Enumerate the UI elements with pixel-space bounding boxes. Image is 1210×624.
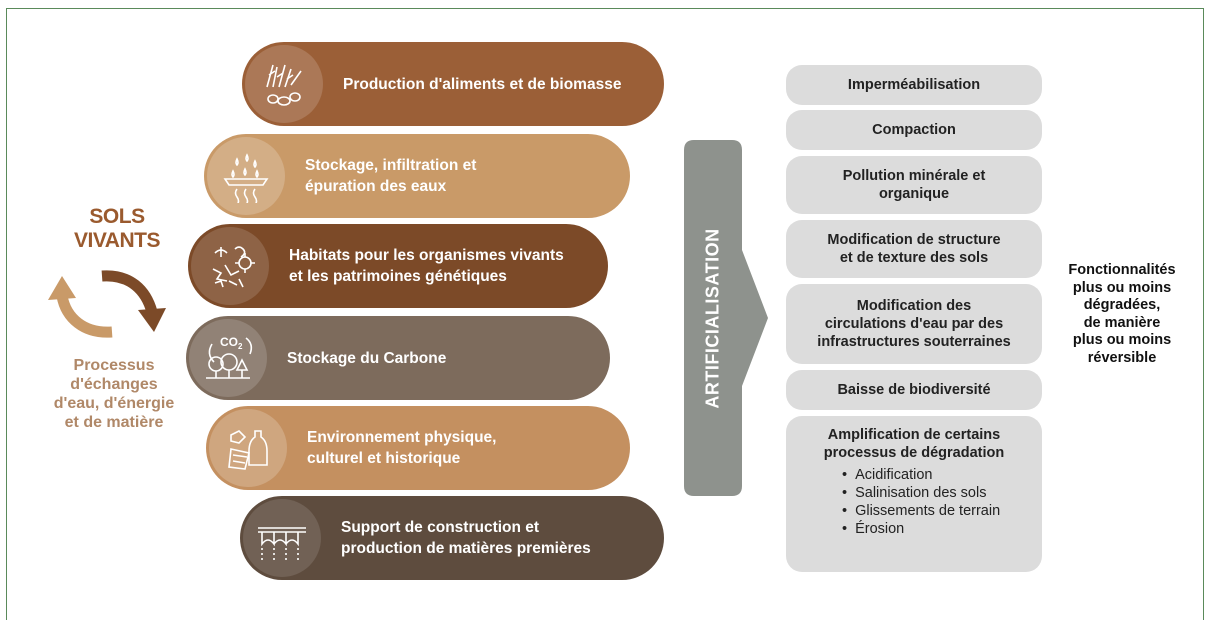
function-label: Habitats pour les organismes vivants et … xyxy=(289,245,564,287)
function-label: Production d'aliments et de biomasse xyxy=(343,74,621,95)
impact-box: Modification de structure et de texture … xyxy=(786,220,1042,278)
function-text: Stockage du Carbone xyxy=(287,349,447,367)
figure-frame xyxy=(6,8,1204,620)
cycle-arrows-icon xyxy=(48,270,166,338)
exchange-processes-text: Processus d'échanges d'eau, d'énergie et… xyxy=(44,356,184,432)
svg-text:CO: CO xyxy=(220,335,238,349)
impact-text: Amplification de certains xyxy=(827,427,1001,443)
function-text: culturel et historique xyxy=(307,450,461,467)
function-text: Production d'aliments et de biomasse xyxy=(343,75,622,93)
function-pill-construction: Support de construction et production de… xyxy=(240,496,664,580)
title-line-1: SOLS xyxy=(89,205,145,228)
subtitle-line: d'échanges xyxy=(70,376,158,393)
impact-text: processus de dégradation xyxy=(823,445,1005,461)
impact-text: Baisse de biodiversité xyxy=(837,382,991,398)
cycle-arrow-dark xyxy=(101,270,158,314)
cycle-arrowhead-light xyxy=(48,276,76,300)
function-text: et les patrimoines génétiques xyxy=(289,268,507,285)
function-text: production de matières premières xyxy=(341,540,591,557)
degradation-item: Érosion xyxy=(842,520,1032,538)
degradation-item: Salinisation des sols xyxy=(842,484,1032,502)
note-line: de manière xyxy=(1083,314,1161,331)
impact-text: circulations d'eau par des xyxy=(824,316,1004,332)
heritage-icon xyxy=(209,409,287,487)
impact-text: infrastructures souterraines xyxy=(817,334,1011,350)
impact-text: organique xyxy=(878,186,950,202)
artificialisation-label: ARTIFICIALISATION xyxy=(684,140,742,496)
impact-text: Modification de structure xyxy=(827,232,1001,248)
artificialisation-arrow xyxy=(684,140,768,496)
arrow-text: ARTIFICIALISATION xyxy=(702,227,723,409)
svg-text:2: 2 xyxy=(238,342,243,351)
subtitle-line: Processus xyxy=(73,357,155,374)
impact-box: Modification des circulations d'eau par … xyxy=(786,284,1042,364)
cycle-arrowhead-dark xyxy=(138,308,166,332)
impact-box: Amplification de certains processus de d… xyxy=(786,416,1042,572)
note-line: réversible xyxy=(1087,349,1157,366)
degradation-list: Acidification Salinisation des sols Glis… xyxy=(796,466,1032,538)
function-text: Support de construction et xyxy=(341,519,540,536)
impact-text: Imperméabilisation xyxy=(847,77,981,93)
impact-text: Pollution minérale et xyxy=(842,168,986,184)
function-pill-heritage: Environnement physique, culturel et hist… xyxy=(206,406,630,490)
subtitle-line: et de matière xyxy=(64,414,164,431)
function-label: Support de construction et production de… xyxy=(341,517,591,559)
subtitle-line: d'eau, d'énergie xyxy=(53,395,175,412)
title-line-2: VIVANTS xyxy=(74,229,160,252)
function-text: Environnement physique, xyxy=(307,429,497,446)
degradation-item: Glissements de terrain xyxy=(842,502,1032,520)
function-label: Stockage du Carbone xyxy=(287,348,446,369)
note-line: Fonctionnalités xyxy=(1068,262,1176,278)
degradation-item: Acidification xyxy=(842,466,1032,484)
impact-box: Imperméabilisation xyxy=(786,65,1042,105)
impact-text: Compaction xyxy=(872,122,956,138)
impact-box: Baisse de biodiversité xyxy=(786,370,1042,410)
note-line: dégradées, xyxy=(1083,297,1161,313)
function-pill-habitats: Habitats pour les organismes vivants et … xyxy=(188,224,608,308)
impact-text: et de texture des sols xyxy=(839,250,989,266)
function-pill-carbon: CO 2 Stockage du Carbone xyxy=(186,316,610,400)
impact-text: Modification des xyxy=(856,298,972,314)
note-line: plus ou moins xyxy=(1072,332,1172,348)
organisms-icon xyxy=(191,227,269,305)
function-text: épuration des eaux xyxy=(305,178,447,195)
impact-box: Compaction xyxy=(786,110,1042,150)
functionality-note: Fonctionnalités plus ou moins dégradées,… xyxy=(1052,262,1192,367)
co2-trees-icon: CO 2 xyxy=(189,319,267,397)
impact-box: Pollution minérale et organique xyxy=(786,156,1042,214)
construction-icon xyxy=(243,499,321,577)
function-label: Stockage, infiltration et épuration des … xyxy=(305,155,476,197)
function-pill-water: Stockage, infiltration et épuration des … xyxy=(204,134,630,218)
sols-vivants-title: SOLS VIVANTS xyxy=(62,205,172,253)
water-drops-icon xyxy=(207,137,285,215)
cycle-arrow-light xyxy=(56,294,113,338)
function-text: Stockage, infiltration et xyxy=(305,157,477,174)
function-text: Habitats pour les organismes vivants xyxy=(289,247,564,264)
function-pill-food: Production d'aliments et de biomasse xyxy=(242,42,664,126)
function-label: Environnement physique, culturel et hist… xyxy=(307,427,496,469)
note-line: plus ou moins xyxy=(1072,279,1172,296)
crops-icon xyxy=(245,45,323,123)
